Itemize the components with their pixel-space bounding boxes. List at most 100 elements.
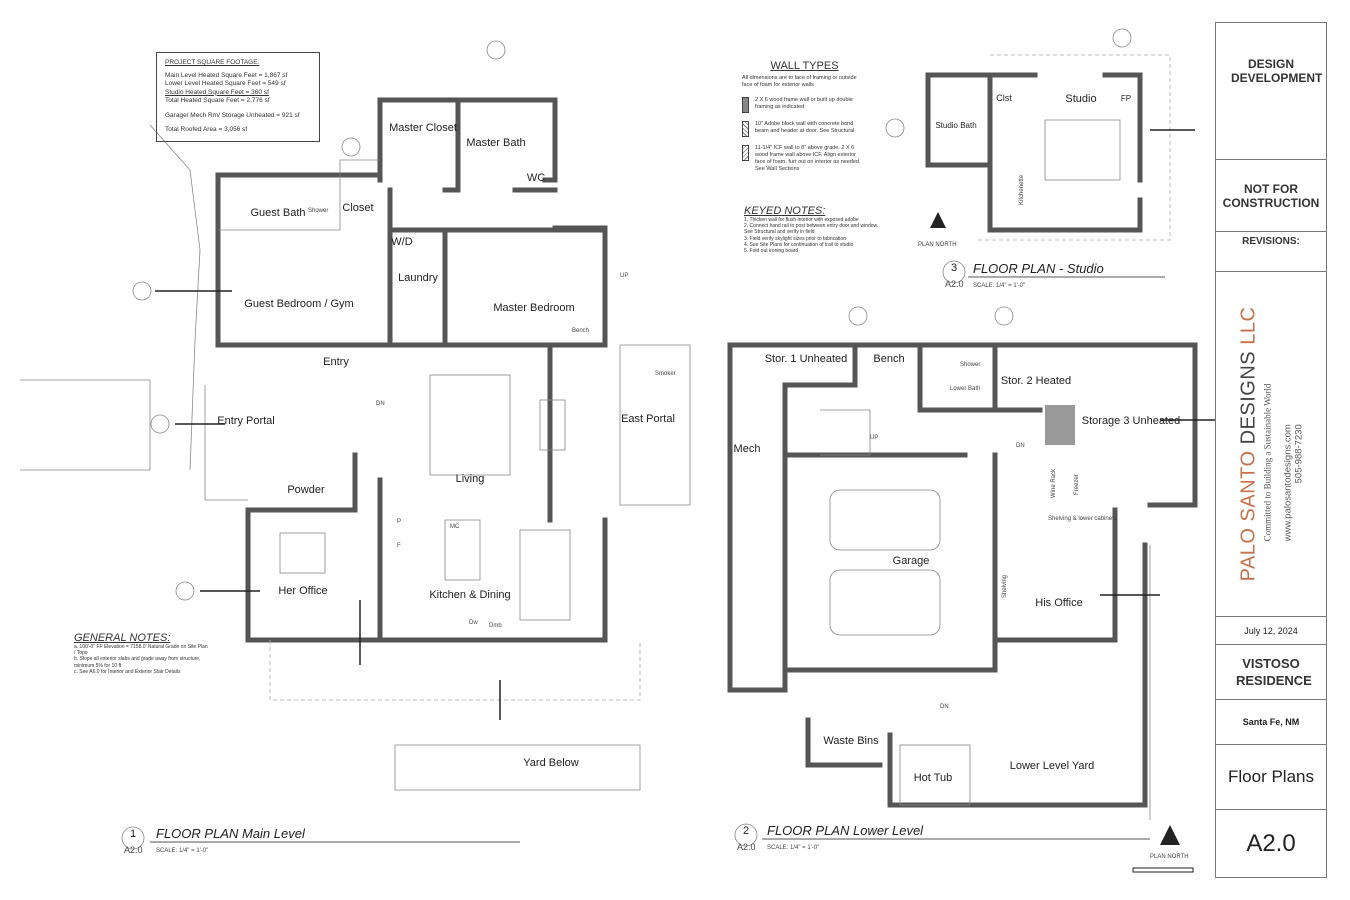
label-wine-rack: Wine Rack: [1051, 468, 1057, 498]
studio-plan-north: PLAN NORTH: [918, 242, 957, 248]
general-note-a: a. 100'-0" FF Elevation = 7158.0' Natura…: [74, 644, 208, 657]
wall-types-title: WALL TYPES: [770, 60, 839, 72]
firm-name: PALO SANTO DESIGNS LLC: [1237, 306, 1260, 582]
location-box: Santa Fe, NM: [1215, 700, 1327, 745]
sheet-title-box: Floor Plans: [1215, 745, 1327, 810]
firm-tagline: Committed to Building a Sustainable Worl…: [1262, 383, 1273, 542]
main-plan-scale: SCALE: 1/4" = 1'-0": [156, 848, 208, 854]
icf-wall-swatch: [742, 144, 749, 161]
room-master-bedroom: Master Bedroom: [493, 302, 574, 314]
lower-level-walls: [727, 342, 1198, 820]
room-hot-tub: Hot Tub: [914, 772, 953, 784]
room-entry: Entry: [323, 356, 349, 368]
label-lower-shower: Shower: [960, 362, 980, 368]
keyed-note-2: 2. Connect hand rail to post between ent…: [744, 223, 879, 236]
plan-north-arrow-icon: [1160, 825, 1180, 845]
square-footage-box: PROJECT SQUARE FOOTAGE: Main Level Heate…: [156, 52, 320, 142]
label-bench: Bench: [572, 328, 589, 334]
room-powder: Powder: [287, 484, 325, 496]
label-lower-dn: DN: [1016, 443, 1025, 449]
label-fridge: F: [397, 543, 401, 549]
room-stor-2: Stor. 2 Heated: [1001, 375, 1071, 387]
general-notes: GENERAL NOTES: a. 100'-0" FF Elevation =…: [74, 632, 209, 675]
room-master-closet: Master Closet: [389, 122, 457, 134]
lower-level-labels: Stor. 1 Unheated Bench Shower Lower Bath…: [734, 353, 1181, 784]
room-master-bath: Master Bath: [466, 137, 525, 149]
room-guest-bath: Guest Bath: [250, 207, 305, 219]
sheet-number-box: A2.0: [1215, 810, 1327, 878]
label-dumbwaiter: Dmb: [489, 623, 502, 629]
studio-plan-sheet: A2.0: [945, 279, 964, 289]
wall-type-3: 11-1/4" ICF wall to 8" above grade. 2 X …: [755, 144, 861, 172]
label-smoker: Smoker: [655, 371, 676, 377]
room-her-office: Her Office: [278, 585, 327, 597]
main-plan-sheet: A2.0: [124, 845, 143, 855]
plan-north-label: PLAN NORTH: [1150, 854, 1189, 860]
label-lower-up: UP: [870, 435, 878, 441]
room-garage: Garage: [893, 555, 930, 567]
main-level-walls: [20, 97, 691, 791]
studio-labels: Studio Clst Studio Bath FP Kitchenette P…: [918, 93, 1131, 248]
room-guest-bedroom: Guest Bedroom / Gym: [244, 298, 353, 310]
lower-plan-title: FLOOR PLAN Lower Level: [767, 823, 924, 838]
lower-plan-sheet: A2.0: [737, 842, 756, 852]
room-wc: WC: [527, 172, 545, 184]
keyed-note-4: 4. See Site Plans for continuation of tr…: [744, 241, 854, 248]
main-level-labels: Master Closet Master Bath WC Guest Bath …: [217, 122, 675, 769]
revisions-box: REVISIONS:: [1215, 232, 1327, 272]
room-kitchen-dining: Kitchen & Dining: [429, 589, 510, 601]
room-living: Living: [456, 473, 485, 485]
sqft-main: Main Level Heated Square Feet = 1,867 sf: [165, 71, 288, 79]
status-not-for-construction: NOT FOR CONSTRUCTION: [1215, 160, 1327, 232]
general-note-b: b. Slope all exterior slabs and grade aw…: [74, 656, 201, 669]
sqft-title: PROJECT SQUARE FOOTAGE:: [165, 59, 260, 66]
lower-plan-scale: SCALE: 1/4" = 1'-0": [767, 845, 819, 851]
room-studio-closet: Clst: [996, 93, 1012, 103]
plan-titles: 1 A2.0 FLOOR PLAN Main Level SCALE: 1/4"…: [121, 260, 1194, 873]
general-note-c: c. See A6.0 for Interior and Exterior St…: [74, 668, 181, 675]
firm-phone: 505-988-7230: [1293, 424, 1305, 484]
label-yard-dn: DN: [940, 704, 949, 710]
wall-types-legend: WALL TYPES All dimensions are to face of…: [742, 60, 867, 173]
label-fireplace: FP: [1121, 94, 1131, 103]
room-stor-1: Stor. 1 Unheated: [765, 353, 848, 365]
sqft-lower: Lower Level Heated Square Feet = 549 sf: [165, 80, 286, 87]
room-studio: Studio: [1065, 93, 1096, 105]
label-stair-up: UP: [620, 273, 628, 279]
section-markers: [132, 28, 1215, 720]
sqft-unheated: Garage/ Mech Rm/ Storage Unheated = 921 …: [165, 111, 300, 119]
firm-logo-box: PALO SANTO DESIGNS LLC Committed to Buil…: [1215, 272, 1327, 617]
studio-plan-scale: SCALE: 1/4" = 1'-0": [973, 283, 1025, 289]
lower-plan-number: 2: [743, 825, 749, 837]
adobe-wall-swatch: [742, 120, 749, 137]
keyed-notes: KEYED NOTES: 1. Thicken wall for flush i…: [744, 205, 879, 254]
room-east-portal: East Portal: [621, 413, 675, 425]
sqft-total: Total Heated Square Feet = 2,776 sf: [165, 97, 270, 104]
project-name-box: VISTOSO RESIDENCE: [1215, 645, 1327, 700]
status-design-development: DESIGN DEVELOPMENT: [1215, 22, 1327, 160]
room-lower-level-yard: Lower Level Yard: [1010, 760, 1095, 772]
studio-plan-title: FLOOR PLAN - Studio: [973, 261, 1104, 276]
sqft-roofed: Total Roofed Area = 3,056 sf: [165, 126, 248, 133]
studio-plan-number: 3: [951, 262, 957, 274]
label-shelving-cabinets: Shelving & lower cabinets: [1048, 516, 1117, 522]
wall-types-intro: All dimensions are to face of framing or…: [742, 74, 857, 88]
label-lower-bench: Bench: [873, 353, 904, 365]
room-his-office: His Office: [1035, 597, 1082, 609]
label-freezer: Freezer: [1074, 474, 1080, 495]
room-entry-portal: Entry Portal: [217, 415, 274, 427]
studio-walls: [925, 54, 1171, 241]
north-arrow-icon: [930, 212, 946, 228]
main-plan-number: 1: [130, 828, 136, 840]
label-stair-down: DN: [376, 401, 385, 407]
keyed-note-5: 5. Fold out ironing board: [744, 248, 799, 255]
room-lower-bath: Lower Bath: [950, 386, 980, 392]
room-waste-bins: Waste Bins: [823, 735, 879, 747]
label-pantry: P: [397, 519, 401, 525]
label-wd: W/D: [391, 236, 412, 248]
label-kitchenette: Kitchenette: [1019, 174, 1025, 205]
room-studio-bath: Studio Bath: [935, 121, 976, 130]
label-mc: MC: [450, 524, 460, 530]
firm-website: www.palosantodesigns.com: [1282, 424, 1294, 542]
